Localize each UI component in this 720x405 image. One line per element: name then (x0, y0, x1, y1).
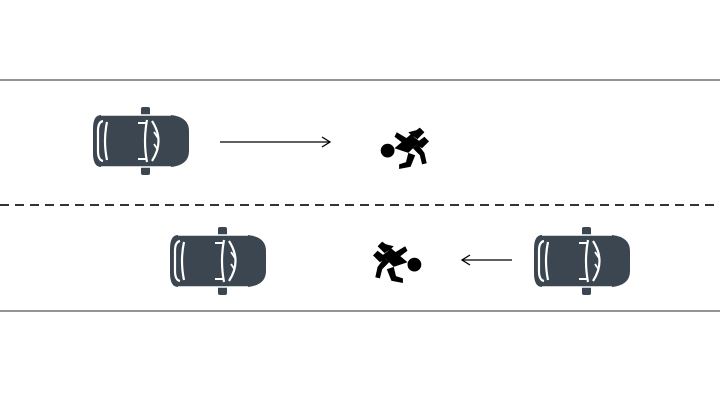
car-icon (91, 105, 191, 177)
car-icon (532, 225, 632, 297)
car-icon (168, 225, 268, 297)
running-person-icon (380, 127, 429, 169)
arrow-right-icon (220, 136, 332, 148)
arrow-left-icon (460, 254, 512, 266)
running-person-icon (373, 241, 422, 283)
